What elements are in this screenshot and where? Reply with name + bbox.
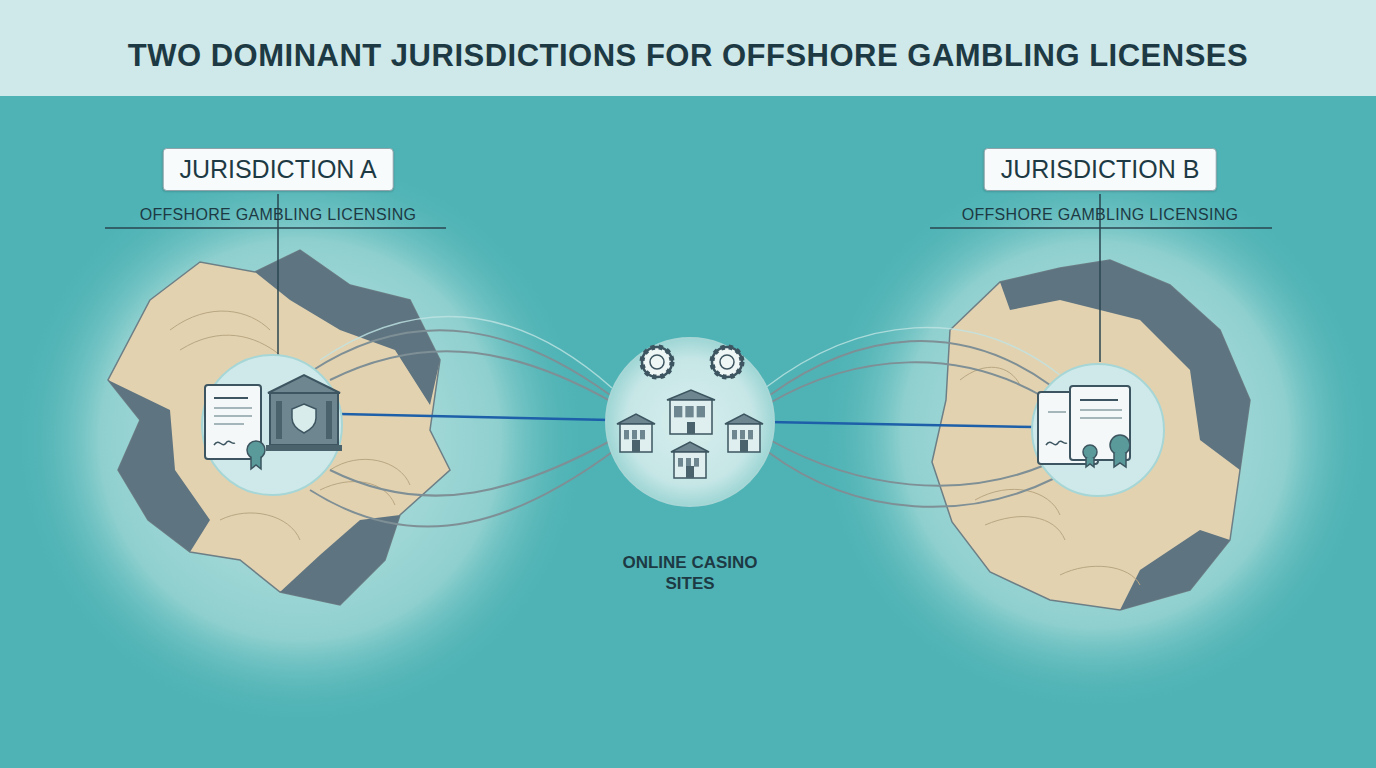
island-b <box>932 260 1250 610</box>
license-icon-a <box>202 355 342 495</box>
jurisdiction-box: JURISDICTION B <box>984 148 1217 191</box>
island-a <box>108 250 450 605</box>
connection-lines <box>310 330 1055 526</box>
hub-circle: ONLINE CASINO SITES <box>560 330 820 600</box>
island-glow <box>15 155 585 725</box>
diagram-title: TWO DOMINANT JURISDICTIONS FOR OFFSHORE … <box>0 38 1376 74</box>
license-icon-b <box>1032 364 1164 496</box>
hub-label: ONLINE CASINO SITES <box>560 552 820 595</box>
link-line <box>768 422 1035 427</box>
hub-label-text: ONLINE CASINO SITES <box>615 552 765 595</box>
title-band <box>0 0 1376 96</box>
jurisdiction-box: JURISDICTION A <box>162 148 393 191</box>
jurisdiction-subtitle: OFFSHORE GAMBLING LICENSING <box>140 206 417 224</box>
jurisdiction-subtitle: OFFSHORE GAMBLING LICENSING <box>962 206 1239 224</box>
link-line <box>340 414 610 420</box>
underline <box>930 227 1272 229</box>
jurisdiction-label: JURISDICTION A OFFSHORE GAMBLING LICENSIN… <box>140 148 417 224</box>
island-glow <box>820 160 1370 710</box>
jurisdiction-label: JURISDICTION B OFFSHORE GAMBLING LICENSIN… <box>962 148 1239 224</box>
underline <box>105 227 446 229</box>
